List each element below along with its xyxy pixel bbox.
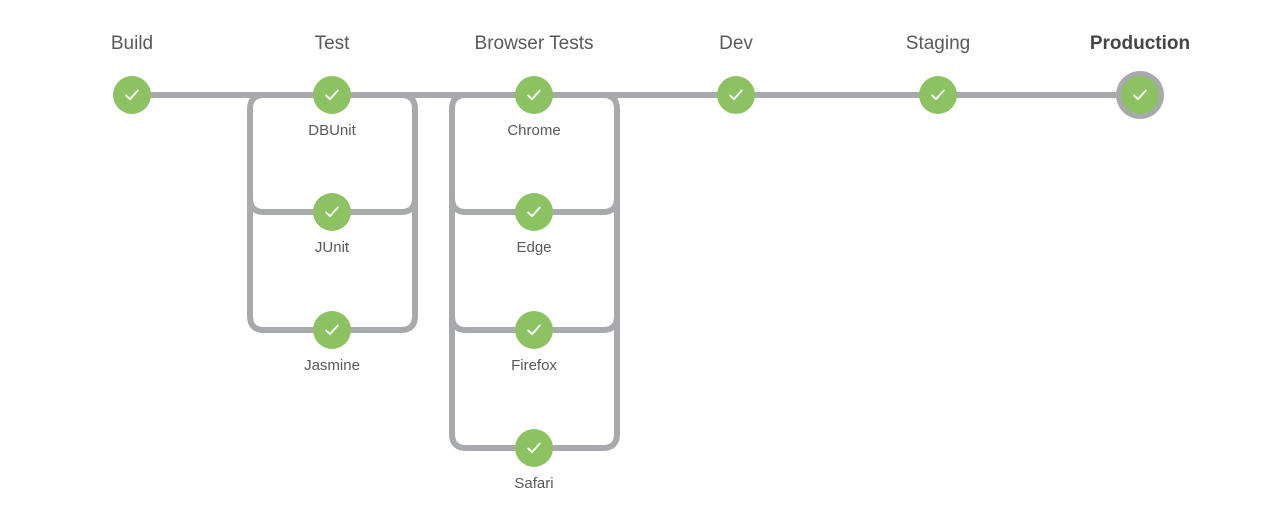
stage-header-dev[interactable]: Dev bbox=[719, 33, 753, 54]
job-label[interactable]: Edge bbox=[516, 239, 552, 256]
connector-path bbox=[534, 109, 620, 451]
check-icon bbox=[729, 89, 743, 101]
stage-node-production[interactable] bbox=[1121, 76, 1159, 114]
check-icon bbox=[931, 89, 945, 101]
stage-header-staging[interactable]: Staging bbox=[905, 33, 971, 54]
connector-path bbox=[602, 92, 620, 110]
job-node-browser-tests-3[interactable] bbox=[515, 429, 553, 467]
connector-path bbox=[400, 92, 418, 110]
job-node-browser-tests-2[interactable] bbox=[515, 311, 553, 349]
job-node-browser-tests-1[interactable] bbox=[515, 193, 553, 231]
check-icon bbox=[325, 206, 339, 218]
job-label[interactable]: Chrome bbox=[507, 122, 561, 139]
job-node-test-2[interactable] bbox=[313, 311, 351, 349]
job-label[interactable]: Safari bbox=[514, 475, 554, 492]
check-icon bbox=[527, 442, 541, 454]
job-node-browser-tests-0[interactable] bbox=[515, 76, 553, 114]
stage-header-production[interactable]: Production bbox=[1089, 33, 1191, 54]
check-icon bbox=[325, 89, 339, 101]
connector-path bbox=[449, 109, 534, 451]
stage-header-browser-tests[interactable]: Browser Tests bbox=[474, 33, 594, 54]
check-icon bbox=[527, 206, 541, 218]
stage-header-build[interactable]: Build bbox=[110, 33, 154, 54]
stage-header-test[interactable]: Test bbox=[314, 33, 350, 54]
connector-path bbox=[247, 109, 332, 333]
connector-path bbox=[247, 92, 265, 110]
check-icon bbox=[527, 324, 541, 336]
stage-node-build[interactable] bbox=[113, 76, 151, 114]
job-label[interactable]: Jasmine bbox=[304, 357, 360, 374]
check-icon bbox=[325, 324, 339, 336]
job-node-test-0[interactable] bbox=[313, 76, 351, 114]
stage-node-staging[interactable] bbox=[919, 76, 957, 114]
job-node-test-1[interactable] bbox=[313, 193, 351, 231]
job-label[interactable]: Firefox bbox=[511, 357, 557, 374]
check-icon bbox=[1133, 89, 1147, 101]
connector-path bbox=[449, 92, 467, 110]
check-icon bbox=[527, 89, 541, 101]
stage-node-dev[interactable] bbox=[717, 76, 755, 114]
connector-path bbox=[332, 109, 418, 333]
check-icon bbox=[125, 89, 139, 101]
job-label[interactable]: JUnit bbox=[314, 239, 350, 256]
job-label[interactable]: DBUnit bbox=[308, 122, 356, 139]
